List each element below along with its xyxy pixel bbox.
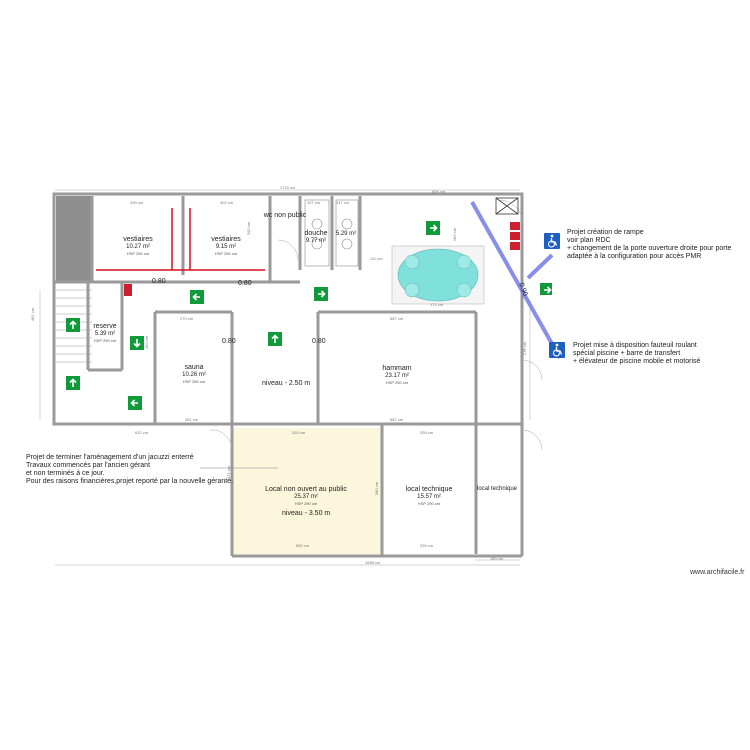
fire-extinguisher-icon xyxy=(510,222,520,230)
room-name-local-technique-2: local technique xyxy=(476,486,518,492)
dim-d3: 111 cm xyxy=(370,256,383,261)
room-area-hammam: 23.17 m² xyxy=(385,373,409,379)
dim-d9: 316 cm xyxy=(292,430,306,435)
dim-d11: 200 cm xyxy=(246,221,252,236)
crossed-box xyxy=(495,197,519,215)
level-upper: niveau - 2.50 m xyxy=(262,380,311,387)
note-ramp-line-2: voir plan RDC xyxy=(567,237,611,244)
dim-hammam-w: 567 cm xyxy=(390,316,404,321)
dim-local-w: 580 cm xyxy=(296,543,310,548)
fire-extinguisher-icon xyxy=(510,232,520,240)
door-width-b: 0.80 xyxy=(238,280,252,287)
exit-arrow-icon xyxy=(130,336,144,350)
note-chair-line-1: Projet mise à disposition fauteuil roula… xyxy=(573,342,697,349)
room-name-local-public: Local non ouvert au public xyxy=(265,486,347,493)
wheelchair-icon xyxy=(544,233,560,249)
dim-d10: 380 cm xyxy=(374,481,380,496)
note-ramp-line-4: adaptée à la configuration pour accès PM… xyxy=(567,253,702,260)
walls xyxy=(52,192,524,558)
door-swings xyxy=(209,199,543,451)
level-lower: niveau - 3.50 m xyxy=(282,510,331,517)
dim-sauna-w: 270 cm xyxy=(180,316,194,321)
room-area-douche-2: 5.29 m² xyxy=(335,231,357,237)
room-hsp-vestiaires-1: HSP 290 cm xyxy=(126,251,150,256)
exit-arrow-icon xyxy=(66,376,80,390)
extinguisher-mark xyxy=(124,284,132,296)
jacuzzi-pool xyxy=(391,245,485,305)
room-name-wc: wc non public xyxy=(263,212,307,219)
fire-extinguisher-icon xyxy=(510,242,520,250)
room-area-vestiaires-2: 9.15 m² xyxy=(215,244,237,250)
note-jacuzzi-line-4: Pour des raisons financières,projet repo… xyxy=(26,478,234,485)
dim-tech-w: 339 cm xyxy=(420,430,434,435)
door-width-a: 0.80 xyxy=(152,278,166,285)
room-area-sauna: 10.26 m² xyxy=(182,372,206,378)
dim-d13: 160 cm xyxy=(452,227,458,242)
room-hsp-reserve: HSP 290 cm xyxy=(93,338,117,343)
door-width-c: 0.80 xyxy=(222,338,236,345)
exit-arrow-icon xyxy=(426,221,440,235)
watermark: www.archifacile.fr xyxy=(690,569,745,576)
dim-hammam-w-bottom: 567 cm xyxy=(390,417,404,422)
dim-d4: 171 cm xyxy=(430,302,444,307)
room-name-hammam: hammam xyxy=(382,365,412,372)
dim-d7: 150 cm xyxy=(144,335,150,350)
door-width-d: 0.80 xyxy=(312,338,326,345)
exit-arrow-icon xyxy=(540,283,552,295)
room-hsp-vestiaires-2: HSP 290 cm xyxy=(214,251,238,256)
note-ramp-line-3: + changement de la porte ouverture droit… xyxy=(567,245,732,252)
dim-vest1-w: 339 cm xyxy=(130,200,144,205)
note-chair-line-3: + élévateur de piscine mobile et motoris… xyxy=(573,358,701,365)
exit-arrow-icon xyxy=(128,396,142,410)
room-name-local-technique: local technique xyxy=(405,486,453,493)
room-name-sauna: sauna xyxy=(184,364,204,371)
dim-d2: 147 cm xyxy=(336,200,350,205)
note-chair-line-2: spécial piscine + barre de transfert xyxy=(573,350,681,357)
dim-top-total: 1720 cm xyxy=(280,185,296,190)
room-hsp-sauna: HSP 250 cm xyxy=(182,379,206,384)
room-area-douche: 9.77 m² xyxy=(305,238,327,244)
room-hsp-local-public: HSP 290 cm xyxy=(294,501,318,506)
room-name-vestiaires-2: vestiaires xyxy=(211,236,241,243)
dim-top-right: 606 cm xyxy=(432,189,446,194)
staircase xyxy=(56,289,92,363)
exit-arrow-icon xyxy=(66,318,80,332)
note-jacuzzi: Projet de terminer l'aménagement d'un ja… xyxy=(26,454,233,486)
wheelchair-icon xyxy=(549,342,565,358)
dim-bottom-total: 1658 cm xyxy=(365,560,381,565)
dim-d5: 632 cm xyxy=(135,430,149,435)
dim-tech-w-bottom: 339 cm xyxy=(420,543,434,548)
room-area-local-technique: 15.57 m² xyxy=(417,494,441,500)
room-name-douche: douche xyxy=(304,230,328,237)
note-jacuzzi-line-1: Projet de terminer l'aménagement d'un ja… xyxy=(26,454,194,461)
note-ramp-line-1: Projet création de rampe xyxy=(567,229,644,236)
shower-fixtures xyxy=(304,199,359,267)
room-hsp-local-technique: HSP 290 cm xyxy=(417,501,441,506)
dim-vest2-w: 302 cm xyxy=(220,200,234,205)
dim-d12: 178 cm xyxy=(522,341,528,356)
room-name-vestiaires-1: vestiaires xyxy=(123,236,153,243)
note-chair: Projet mise à disposition fauteuil roula… xyxy=(573,342,700,366)
room-area-local-public: 25.37 m² xyxy=(294,494,318,500)
red-partitions xyxy=(96,208,265,271)
hatched-column xyxy=(56,196,92,282)
exit-arrow-icon xyxy=(314,287,328,301)
note-jacuzzi-line-3: et non terminés à ce jour. xyxy=(26,470,105,477)
room-hsp-hammam: HSP 250 cm xyxy=(385,380,409,385)
dim-left-h: 461 cm xyxy=(30,307,36,322)
note-jacuzzi-line-2: Travaux commencés par l'ancien gérant xyxy=(26,462,151,469)
room-area-reserve: 5.39 m² xyxy=(94,331,116,337)
local-public-fill xyxy=(232,428,382,554)
room-name-reserve: reserve xyxy=(93,323,117,330)
dim-bottom-right: 180 cm xyxy=(490,556,504,561)
room-area-vestiaires-1: 10.27 m² xyxy=(126,244,150,250)
pmr-path xyxy=(470,201,562,359)
note-ramp: Projet création de rampe voir plan RDC +… xyxy=(567,229,731,261)
exit-arrow-icon xyxy=(190,290,204,304)
dim-d1: 107 cm xyxy=(307,200,321,205)
exit-arrow-icon xyxy=(268,332,282,346)
dim-d6: 261 cm xyxy=(185,417,199,422)
